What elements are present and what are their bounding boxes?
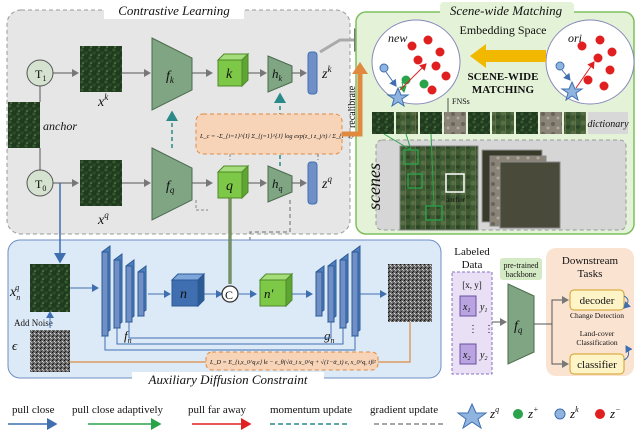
predicted-noise-image <box>388 264 432 322</box>
diffusion-loss-formula: L_D = E_{t,x_0^q,ϵ} ‖ϵ − ϵ_θ(√ᾱ_t x_0^q … <box>209 359 376 366</box>
legend: pull close pull close adaptively pull fa… <box>8 402 620 430</box>
classifier-head: Land-cover Classification classifier <box>569 329 633 375</box>
svg-text:zq: zq <box>489 405 499 421</box>
matching-label-1: SCENE-WIDE <box>468 71 539 83</box>
svg-text:z+: z+ <box>527 405 538 421</box>
feature-cube-q: q <box>216 164 250 200</box>
svg-text:Data: Data <box>462 259 483 271</box>
scene-wide-title: Scene-wide Matching <box>450 3 563 18</box>
embedding-space-label: Embedding Space <box>460 23 547 37</box>
svg-text:z−: z− <box>609 405 620 421</box>
encoder-fq: fq <box>151 147 193 221</box>
matching-label-2: MATCHING <box>472 84 535 96</box>
transform-t1: T1 <box>26 59 54 87</box>
svg-text:zq: zq <box>321 174 332 192</box>
svg-text:y2: y2 <box>479 350 487 362</box>
new-label: new <box>388 31 407 45</box>
svg-text:y1: y1 <box>479 302 487 314</box>
scenes-label: scenes <box>364 163 384 210</box>
head-hq: hq <box>267 165 293 203</box>
xnq-label: xnq <box>9 283 20 302</box>
svg-text:⋮: ⋮ <box>468 324 478 335</box>
diffusion-loss-box: L_D = E_{t,x_0^q,ϵ} ‖ϵ − ϵ_θ(√ᾱ_t x_0^q … <box>205 351 379 371</box>
svg-text:k: k <box>226 67 233 82</box>
svg-text:Classification: Classification <box>576 338 617 347</box>
embedding-space: new ori Embedding Space SCENE-WIDE MATCH… <box>371 19 635 105</box>
anchor-label: anchor <box>43 119 77 133</box>
svg-text:n: n <box>180 287 187 302</box>
svg-text:hq: hq <box>272 176 283 193</box>
scenes-area: scenes anchor <box>364 133 627 231</box>
svg-text:zk: zk <box>321 64 332 82</box>
svg-text:x2: x2 <box>462 350 470 362</box>
contrastive-loss-formula: L_c = -Σ_{i=1}^{I} Σ_{j=1}^{J} log exp(z… <box>199 133 399 140</box>
fnss-label: FNSs <box>452 97 470 106</box>
svg-text:hk: hk <box>272 66 283 83</box>
svg-text:gradient update: gradient update <box>370 404 438 416</box>
downstream-title-2: Tasks <box>578 268 603 280</box>
concat-node: C <box>221 285 239 303</box>
svg-text:momentum update: momentum update <box>270 404 352 416</box>
downstream-panel: Downstream Tasks <box>546 248 634 376</box>
decoder-head: decoder Change Detection <box>569 289 632 320</box>
svg-text:fq: fq <box>514 319 523 335</box>
xk-image <box>80 46 122 92</box>
svg-text:T0: T0 <box>35 177 46 193</box>
add-noise-label: Add Noise <box>14 318 53 328</box>
recalibrate-label: recalibrate <box>347 85 358 128</box>
dictionary-strip: dictionary <box>372 112 629 134</box>
diffusion-title: Auxiliary Diffusion Constraint <box>148 372 308 387</box>
ori-space-points <box>555 35 617 102</box>
svg-text:Land-cover: Land-cover <box>580 329 615 338</box>
svg-text:n': n' <box>264 286 274 301</box>
encoder-fk: fk <box>151 37 193 111</box>
epsilon-label: ϵ <box>12 338 18 353</box>
skip-connections <box>104 322 356 351</box>
svg-text:pre-trained: pre-trained <box>503 261 538 270</box>
contrastive-title: Contrastive Learning <box>118 3 230 18</box>
svg-text:T1: T1 <box>35 67 46 83</box>
svg-text:Change Detection: Change Detection <box>570 311 624 320</box>
xk-label: xk <box>97 92 109 110</box>
svg-text:fq: fq <box>166 179 175 195</box>
feature-cube-k: k <box>216 52 250 88</box>
diffusion-encoder-fn: fn <box>101 245 147 345</box>
dictionary-label: dictionary <box>587 119 629 130</box>
ori-label: ori <box>568 31 582 45</box>
svg-text:fk: fk <box>166 69 175 85</box>
zk-vector: zk <box>307 51 332 95</box>
svg-text:fn: fn <box>124 328 132 345</box>
zq-vector: zq <box>307 161 332 205</box>
recalibrate-arrow: recalibrate <box>342 62 368 137</box>
noise-image <box>30 330 70 372</box>
transform-t0: T0 <box>26 169 54 197</box>
svg-text:⋮: ⋮ <box>484 324 494 335</box>
xq-image <box>80 160 122 206</box>
svg-text:decoder: decoder <box>580 295 615 307</box>
xq-label: xq <box>97 210 109 228</box>
diffusion-decoder-gn: gn <box>315 245 361 345</box>
svg-text:pull far away: pull far away <box>188 404 247 416</box>
svg-text:x1: x1 <box>462 302 470 314</box>
svg-text:pull close: pull close <box>12 404 55 416</box>
svg-text:Labeled: Labeled <box>454 246 490 258</box>
labeled-data: Labeled Data [x, y] x1 y1 ⋮ ⋮ x2 y2 <box>451 246 494 375</box>
scene-anchor-label: anchor <box>446 196 466 204</box>
svg-text:C: C <box>225 288 233 302</box>
svg-text:pull close adaptively: pull close adaptively <box>72 404 164 416</box>
svg-text:gn: gn <box>324 328 335 345</box>
feature-cube-n: n <box>170 272 206 308</box>
pretrained-backbone: pre-trained backbone fq <box>500 258 542 365</box>
feature-cube-nprime: n' <box>258 272 294 308</box>
svg-text:zk: zk <box>569 405 579 421</box>
xnq-image <box>30 264 70 312</box>
new-space-points <box>379 35 451 108</box>
svg-text:[x, y]: [x, y] <box>462 280 482 290</box>
downstream-title-1: Downstream <box>562 255 619 267</box>
anchor-image <box>8 102 40 148</box>
head-hk: hk <box>267 55 293 93</box>
svg-text:backbone: backbone <box>506 270 537 279</box>
svg-text:q: q <box>226 179 233 194</box>
svg-text:classifier: classifier <box>577 359 617 371</box>
